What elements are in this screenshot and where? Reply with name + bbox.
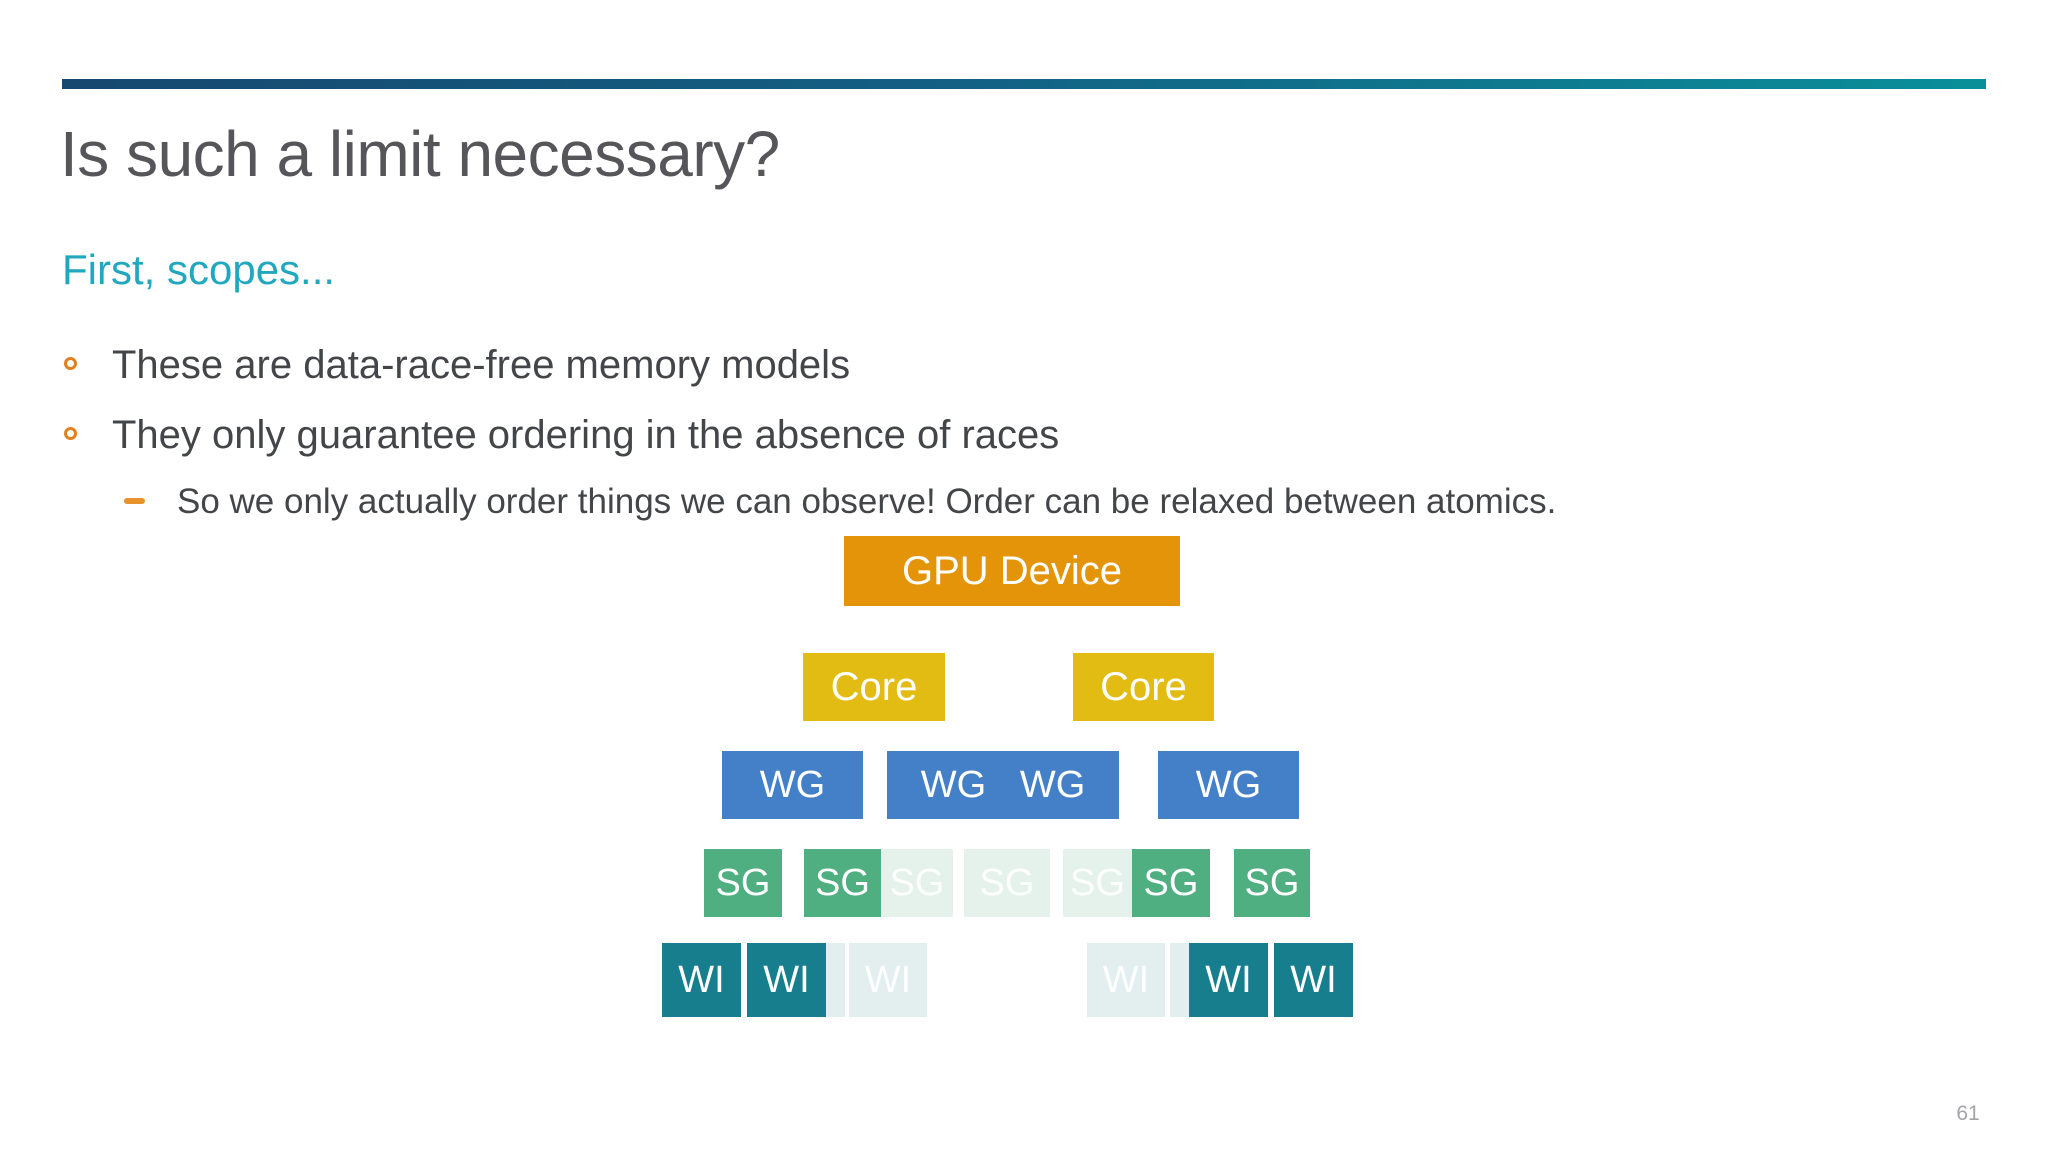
workitem-strip (1170, 943, 1189, 1017)
workgroup-box: WG (1158, 751, 1299, 819)
subgroup-box: SG (1132, 849, 1210, 917)
box-label: WI (1205, 958, 1252, 1001)
workitem-box: WI (1087, 943, 1165, 1017)
bullet-item: These are data-race-free memory models (64, 342, 850, 388)
box-label: SG (1244, 861, 1300, 904)
subgroup-box: SG (1234, 849, 1310, 917)
workitem-box: WI (1189, 943, 1268, 1017)
box-label: SG (1070, 861, 1125, 904)
slide-subtitle: First, scopes... (62, 246, 336, 293)
subgroup-box: SG (804, 849, 881, 917)
box-label: WI (1102, 958, 1150, 1001)
bullet-ring-icon (64, 357, 77, 370)
box-label: WI (678, 958, 725, 1001)
sub-bullet-item: So we only actually order things we can … (124, 481, 1556, 523)
subgroup-box: SG (964, 849, 1050, 917)
workitem-strip (826, 943, 845, 1017)
core-box: Core (803, 653, 945, 721)
accent-divider-bar (62, 79, 1986, 89)
bullet-text: These are data-race-free memory models (112, 343, 851, 387)
dash-marker-icon (124, 498, 145, 504)
page-number: 61 (1956, 1102, 1980, 1125)
workgroup-box: WG WG (887, 751, 1119, 819)
box-label: WI (763, 958, 810, 1001)
box-label: WG (1019, 763, 1086, 806)
box-label: WG (920, 763, 987, 806)
bullet-ring-icon (64, 427, 77, 440)
page-title: Is such a limit necessary? (60, 118, 780, 190)
gpu-device-box: GPU Device (844, 536, 1180, 606)
subgroup-box: SG (1063, 849, 1132, 917)
box-label: SG (815, 861, 870, 904)
box-label: SG (979, 861, 1035, 904)
box-label: WI (864, 958, 912, 1001)
subgroup-box: SG (881, 849, 953, 917)
box-label: SG (715, 861, 771, 904)
box-label: SG (889, 861, 945, 904)
subgroup-box: SG (704, 849, 782, 917)
box-label: GPU Device (901, 548, 1123, 593)
box-label: WI (1290, 958, 1337, 1001)
box-label: WG (1195, 763, 1262, 806)
workgroup-box: WG (722, 751, 863, 819)
core-box: Core (1073, 653, 1214, 721)
workitem-box: WI (1274, 943, 1353, 1017)
box-label: WG (759, 763, 826, 806)
box-label: SG (1143, 861, 1199, 904)
box-label: Core (830, 664, 918, 709)
bullet-item: They only guarantee ordering in the abse… (64, 412, 1059, 458)
bullet-text: They only guarantee ordering in the abse… (112, 413, 1060, 457)
workitem-box: WI (662, 943, 741, 1017)
workitem-box: WI (747, 943, 826, 1017)
sub-bullet-text: So we only actually order things we can … (177, 482, 1557, 521)
workitem-box: WI (849, 943, 927, 1017)
box-label: Core (1100, 664, 1187, 709)
